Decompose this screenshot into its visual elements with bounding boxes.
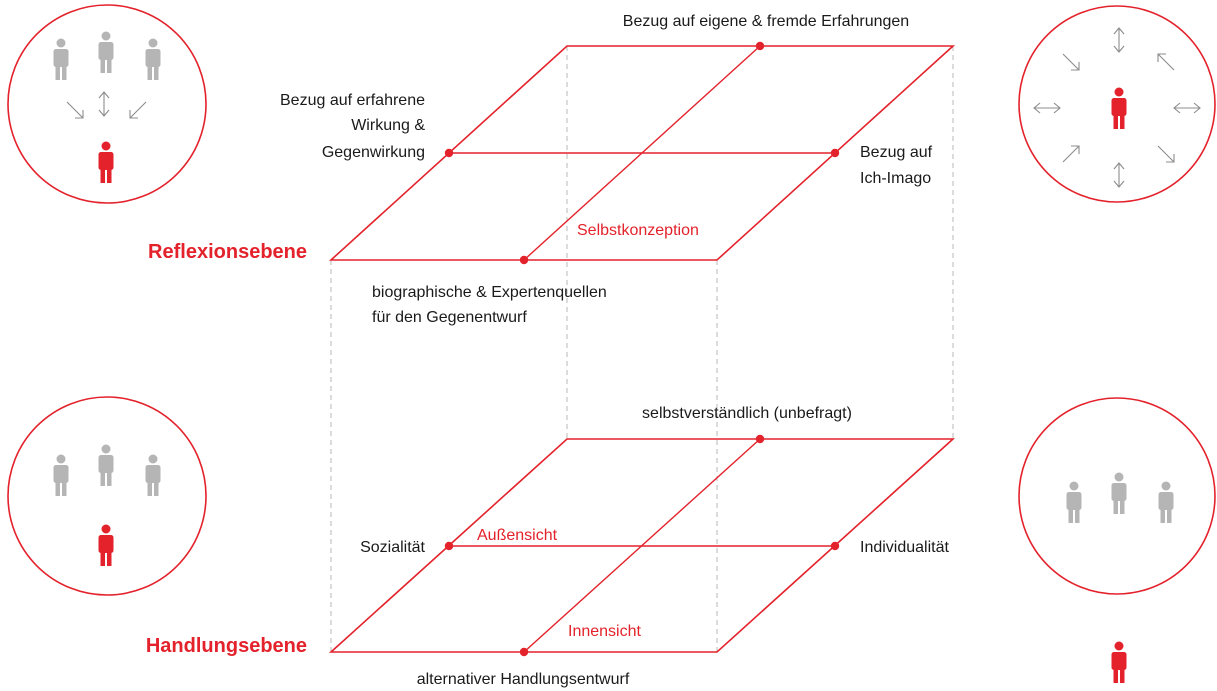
- lower-plane-outline: [328, 438, 956, 653]
- lower-plane: [328, 434, 956, 657]
- lower-right-label: Individualität: [860, 539, 950, 556]
- upper-plane-diagonal-axis: [523, 45, 761, 261]
- upper-point-top: [755, 41, 765, 51]
- upper-center-label: Selbstkonzeption: [577, 222, 699, 239]
- lower-bottom-label: alternativer Handlungsentwurf: [417, 671, 630, 688]
- vertical-connectors: [330, 46, 954, 652]
- arrow-radiating-icon: [1157, 53, 1175, 71]
- lower-plane-diagonal-axis: [523, 438, 761, 653]
- lower-outer-view-label: Außensicht: [477, 527, 558, 544]
- person-red-icon: [1111, 641, 1127, 683]
- upper-point-bottom: [519, 255, 529, 265]
- lower-point-left: [444, 541, 454, 551]
- upper-plane-outline: [328, 45, 956, 261]
- upper-point-right: [830, 148, 840, 158]
- lower-point-top: [755, 434, 765, 444]
- arrow-out-diagonal-icon: [129, 101, 147, 119]
- circle-bottom-left-ring: [7, 396, 207, 596]
- circle-bottom-left: [7, 396, 207, 596]
- upper-right-label-line-2: Ich-Imago: [860, 170, 931, 187]
- upper-bottom-label-line-2: für den Gegenentwurf: [372, 309, 527, 326]
- lower-inner-view-label: Innensicht: [568, 623, 641, 640]
- lower-point-bottom: [519, 647, 529, 657]
- circle-top-right: [1018, 5, 1216, 203]
- upper-plane: [328, 41, 956, 265]
- upper-left-label-line-1: Bezug auf erfahrene: [280, 92, 425, 109]
- upper-right-label-line-1: Bezug auf: [860, 144, 933, 161]
- circle-top-left: [7, 4, 207, 204]
- upper-point-left: [444, 148, 454, 158]
- arrow-radiating-icon: [1062, 145, 1080, 163]
- lower-left-label: Sozialität: [360, 539, 425, 556]
- level-label-handlung: Handlungsebene: [146, 635, 307, 657]
- upper-bottom-label-line-1: biographische & Expertenquellen: [372, 284, 607, 301]
- circle-bottom-right: [1018, 397, 1216, 595]
- level-label-reflexion: Reflexionsebene: [148, 241, 307, 263]
- upper-top-label: Bezug auf eigene & fremde Erfahrungen: [623, 13, 909, 30]
- lower-point-right: [830, 541, 840, 551]
- upper-left-label-line-2: Wirkung &: [351, 117, 425, 134]
- lower-top-label: selbstverständlich (unbefragt): [642, 405, 852, 422]
- upper-left-label-line-3: Gegenwirkung: [322, 144, 425, 161]
